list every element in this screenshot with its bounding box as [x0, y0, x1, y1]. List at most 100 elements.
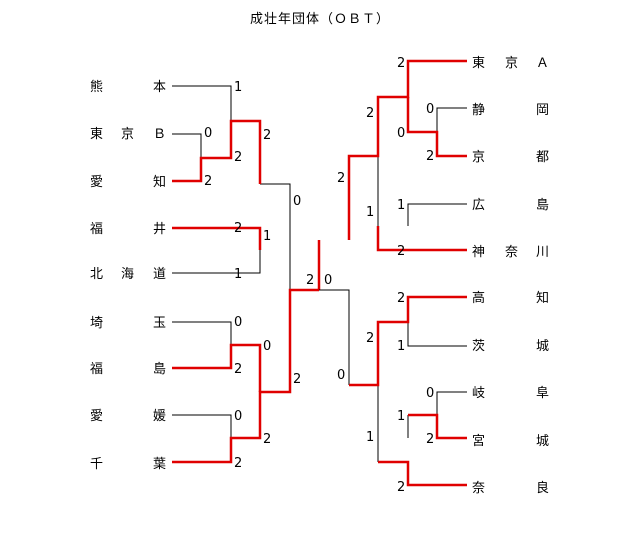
team-char: 川: [536, 245, 549, 260]
score-tokyo-a: 2: [397, 56, 405, 71]
score-r2-c: 2: [366, 331, 374, 346]
score-hiroshima: 1: [397, 198, 405, 213]
team-char: 京: [505, 56, 518, 71]
line-hiroshima: [407, 203, 467, 226]
score-kochi: 2: [397, 291, 405, 306]
score-saitama: 0: [234, 315, 242, 330]
score-final-left: 2: [306, 273, 314, 288]
score-r2-a-lo: 0: [397, 126, 405, 141]
team-char: 東: [472, 55, 485, 71]
score-final-right: 0: [324, 273, 332, 288]
team-nara: 奈 良: [472, 480, 549, 496]
team-char: 福: [90, 362, 103, 377]
line-ehime: [172, 414, 232, 438]
team-char: 愛: [90, 409, 103, 424]
score-miyagi: 2: [426, 432, 434, 447]
score-kumamoto: 1: [234, 80, 242, 95]
score-kanagawa: 2: [397, 244, 405, 259]
team-char: 島: [536, 198, 549, 213]
right-scores: 2 0 0 2 2 1 1 2 2 2 2 1 0 0 1 2 1 2: [337, 56, 434, 495]
win-kochi: [349, 295, 467, 387]
team-saitama: 埼 玉: [90, 316, 166, 331]
team-char: 城: [536, 339, 549, 354]
score-hokkaido: 1: [234, 267, 242, 282]
line-tokyo-b: [172, 133, 202, 158]
score-r1-up: 2: [234, 150, 242, 165]
team-hiroshima: 広 島: [472, 198, 549, 213]
team-char: 熊: [90, 79, 103, 95]
score-fukushima: 2: [234, 362, 242, 377]
team-char: 道: [153, 267, 166, 282]
score-kyoto: 2: [426, 149, 434, 164]
team-char: 奈: [472, 481, 485, 496]
win-fukushima: [172, 343, 262, 392]
team-chiba: 千 葉: [90, 457, 166, 472]
team-aichi: 愛 知: [90, 174, 166, 190]
score-r2-b1: 0: [263, 339, 271, 354]
win-aichi: [172, 119, 262, 184]
team-char: 都: [536, 150, 549, 165]
team-ehime: 愛 媛: [90, 409, 166, 424]
team-char: 京: [121, 127, 134, 142]
line-sf-top: [260, 183, 291, 290]
team-char: 埼: [90, 316, 103, 331]
team-kochi: 高 知: [472, 290, 549, 306]
team-kyoto: 京 都: [472, 150, 549, 165]
score-r2-b2: 2: [263, 432, 271, 447]
team-hokkaido: 北 海 道: [90, 267, 166, 282]
left-team-list: 熊 本 東 京 Ｂ 愛 知 福 井 北 海 道 埼 玉 福 島 愛: [90, 79, 166, 472]
score-ibaraki: 1: [397, 339, 405, 354]
line-saitama: [172, 321, 232, 345]
team-char: 媛: [153, 409, 166, 424]
score-r1-d: 1: [397, 409, 405, 424]
team-char: Ｂ: [153, 127, 166, 142]
score-gifu: 0: [426, 386, 434, 401]
team-char: 葉: [153, 457, 166, 472]
team-kanagawa: 神 奈 川: [472, 245, 549, 260]
score-r2-b: 1: [366, 205, 374, 220]
win-kanagawa: [376, 226, 467, 252]
win-miyagi: [408, 413, 467, 440]
right-team-list: 東 京 Ａ 静 岡 京 都 広 島 神 奈 川 高 知 茨 城 岐: [472, 55, 549, 496]
win-kyoto: [406, 97, 467, 158]
team-char: 井: [153, 222, 166, 237]
team-char: 奈: [505, 245, 518, 260]
team-char: 愛: [90, 175, 103, 190]
score-nara: 2: [397, 480, 405, 495]
line-hokkaido: [172, 228, 261, 274]
score-sf-top-right: 2: [337, 171, 345, 186]
team-char: 北: [90, 267, 103, 282]
team-char: 岡: [536, 103, 549, 118]
team-char: 福: [90, 222, 103, 237]
team-char: 広: [472, 198, 485, 213]
score-r2-d: 1: [366, 430, 374, 445]
team-fukushima: 福 島: [90, 362, 166, 377]
line-kumamoto: [172, 85, 232, 121]
score-chiba: 2: [234, 456, 242, 471]
right-bracket-lines: [319, 107, 467, 462]
line-final-right: [319, 289, 350, 385]
team-ibaraki: 茨 城: [472, 339, 549, 354]
team-fukui: 福 井: [90, 222, 166, 237]
score-aichi: 2: [204, 174, 212, 189]
win-nara: [378, 460, 467, 487]
team-gifu: 岐 阜: [472, 385, 549, 401]
team-char: 玉: [153, 316, 166, 331]
team-tokyo-b: 東 京 Ｂ: [90, 126, 166, 142]
team-kumamoto: 熊 本: [90, 79, 166, 95]
team-char: 茨: [472, 339, 485, 354]
score-sf-bot: 2: [293, 372, 301, 387]
team-miyagi: 宮 城: [472, 433, 549, 449]
team-char: 海: [121, 267, 134, 282]
team-char: 阜: [536, 385, 549, 401]
left-scores: 1 0 2 2 2 2 1 1 0 0 0 2 2 0 2 2 2 0: [204, 80, 332, 471]
score-fukui: 2: [234, 221, 242, 236]
team-char: 京: [472, 150, 485, 165]
team-char: 本: [153, 80, 166, 95]
score-tokyo-b: 0: [204, 126, 212, 141]
team-shizuoka: 静 岡: [472, 103, 549, 118]
score-shizuoka: 0: [426, 102, 434, 117]
win-tokyo-a: [347, 59, 467, 240]
line-gifu: [436, 391, 467, 415]
team-char: 城: [536, 434, 549, 449]
